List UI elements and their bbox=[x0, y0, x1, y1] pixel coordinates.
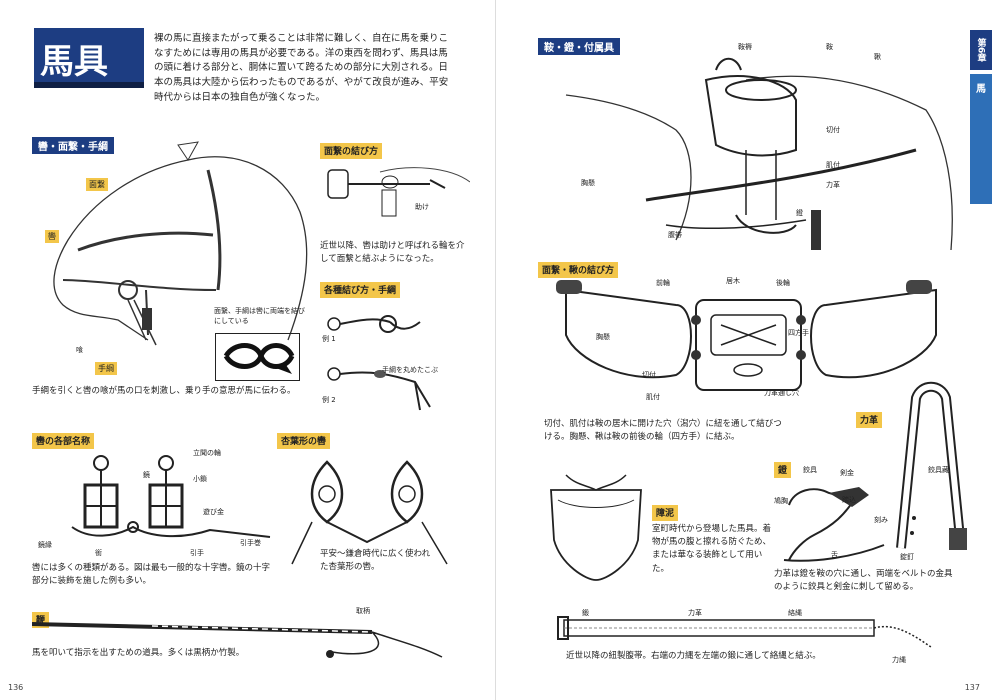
chikaragawa-label-kizami: 刻み bbox=[874, 516, 888, 524]
knot-label-chikaragawa-hole: 力革通し穴 bbox=[764, 389, 799, 397]
label-toriei: 取柄 bbox=[356, 607, 370, 615]
haraobi-label-kan: 鍛 bbox=[582, 609, 589, 617]
chapter-label: 第6章 bbox=[970, 30, 992, 70]
saddled-horse-illustration bbox=[565, 57, 953, 251]
abumi-caption: 力革は鐙を鞍の穴に通し、両端をベルトの金具のように鉸具と剣金に刺して留める。 bbox=[774, 569, 953, 593]
abumi-label-shita: 舌 bbox=[831, 551, 838, 559]
haraobi-label-karaminawa: 絡縄 bbox=[788, 609, 802, 617]
saddle-top-illustration bbox=[556, 280, 937, 391]
gyoyo-caption: 平安～鎌倉時代に広く使われた杏葉形の轡。 bbox=[320, 549, 431, 573]
omogai-knot-illustration bbox=[327, 167, 470, 217]
saddle-label-kura: 鞍 bbox=[826, 43, 833, 51]
section-heading-omogai-knot: 面繋の結び方 bbox=[320, 143, 383, 159]
page-number-right: 137 bbox=[964, 683, 980, 692]
title-block: 馬具 bbox=[34, 28, 144, 88]
section-heading-chikaragawa: 力革 bbox=[856, 412, 883, 428]
bit-parts-caption: 轡には多くの種類がある。図は最も一般的な十字轡。鏡の十字部分に装飾を施した例も多… bbox=[32, 563, 271, 587]
whip-caption: 馬を叩いて指示を出すための道具。多くは黒柄か竹製。 bbox=[32, 648, 245, 658]
page-title: 馬具 bbox=[40, 42, 108, 82]
knot-label-shizuwa: 後輪 bbox=[776, 279, 790, 287]
knot-example-illustration bbox=[327, 315, 431, 411]
haraobi-label-chikaranawa: 力縄 bbox=[892, 656, 906, 664]
right-page: 第6章 馬 鞍・鐙・付属具 鞍褥 鞍 鞦 切付 肌付 力革 胸懸 鐙 腹帯 面繋… bbox=[496, 0, 992, 700]
chapter-tab: 第6章 馬 bbox=[970, 0, 992, 210]
bit-part-kogusari: 小鎖 bbox=[193, 475, 207, 483]
chapter-subject: 馬 bbox=[970, 74, 992, 204]
left-page: 馬具 裸の馬に直接またがって乗ることは非常に難しく、自在に馬を乗りこなすためには… bbox=[8, 0, 496, 700]
bit-part-kagami: 鏡 bbox=[143, 471, 150, 479]
haraobi-illustration bbox=[557, 616, 932, 648]
page-number-left: 136 bbox=[8, 683, 24, 692]
knot-icon bbox=[223, 343, 295, 374]
knot-label-maewa: 前輪 bbox=[656, 279, 670, 287]
haraobi-caption: 近世以降の紐製腹帯。右端の力縄を左端の鍛に通して絡縄と結ぶ。 bbox=[566, 651, 821, 661]
saddle-label-abumi: 鐙 bbox=[796, 209, 803, 217]
knot-example-2: 例 2 bbox=[322, 396, 336, 404]
bit-illustration bbox=[71, 455, 271, 538]
section-heading-gyoyo: 杏葉形の轡 bbox=[277, 433, 331, 449]
bit-part-hami: 銜 bbox=[95, 549, 102, 557]
section-heading-abumi: 鐙 bbox=[774, 462, 792, 478]
label-tasuke: 助け bbox=[415, 203, 429, 211]
abumi-label-fumikomi: 踏込 bbox=[842, 496, 856, 504]
saddle-label-munagai: 胸懸 bbox=[581, 179, 595, 187]
aori-illustration bbox=[550, 474, 642, 581]
section-heading-knots: 各種結び方・手綱 bbox=[320, 282, 401, 298]
knot-label-igi: 居木 bbox=[726, 277, 740, 285]
knot-label-hadatsuke: 肌付 bbox=[646, 393, 660, 401]
bit-part-asobigane: 遊び金 bbox=[203, 508, 224, 516]
haraobi-label-chikaragawa: 力革 bbox=[688, 609, 702, 617]
saddle-label-chikaragawa: 力革 bbox=[826, 181, 840, 189]
section-heading-saddle-knots: 面繋・鞦の結び方 bbox=[538, 262, 619, 278]
saddle-label-kiritsuke: 切付 bbox=[826, 126, 840, 134]
abumi-label-hatomune: 鳩胸 bbox=[774, 497, 788, 505]
knot-diagram-box bbox=[215, 333, 300, 381]
abumi-label-tsurugigane: 剣金 bbox=[840, 469, 854, 477]
label-kutsuwa: 轡 bbox=[45, 230, 59, 243]
bit-part-hikitemaki: 引手巻 bbox=[240, 539, 261, 547]
gyoyo-bit-illustration bbox=[291, 460, 448, 565]
whip-illustration bbox=[32, 622, 443, 658]
chikaragawa-label-kakogura: 鉸具藏 bbox=[928, 466, 949, 474]
chikaragawa-label-jokugi: 錠釘 bbox=[900, 553, 914, 561]
section-heading-bit-parts: 轡の各部名称 bbox=[32, 433, 95, 449]
label-tazuna: 手綱 bbox=[95, 362, 117, 375]
saddle-label-haraobi: 腹帯 bbox=[668, 231, 682, 239]
abumi-label-kako: 鉸具 bbox=[803, 466, 817, 474]
saddle-knots-caption: 切付、肌付は鞍の居木に開けた穴（潟穴）に紐を通して結びつける。胸懸、鞦は鞍の前後… bbox=[544, 419, 782, 443]
horse-head-illustration bbox=[53, 141, 308, 346]
bit-part-kagamibuchi: 鏡縁 bbox=[38, 541, 52, 549]
bridle-caption: 手綱を引くと轡の喰が馬の口を刺激し、乗り手の意思が馬に伝わる。 bbox=[32, 386, 296, 396]
saddle-label-shirigai: 鞦 bbox=[874, 53, 881, 61]
knot-label-munagai: 胸懸 bbox=[596, 333, 610, 341]
knot-label-shiozde: 四方手 bbox=[788, 329, 809, 337]
knot-label-kiritsuke: 切付 bbox=[642, 371, 656, 379]
knot-example-1: 例 1 bbox=[322, 335, 336, 343]
section-heading-saddle: 鞍・鐙・付属具 bbox=[538, 38, 620, 55]
bridle-knot-note: 面繋、手綱は轡に両端を結びにしている bbox=[214, 307, 305, 325]
abumi-illustration bbox=[783, 487, 885, 562]
omogai-knot-caption: 近世以降、轡は助けと呼ばれる輪を介して面繋と結ぶようになった。 bbox=[320, 241, 465, 265]
section-heading-bridle: 轡・面繋・手綱 bbox=[32, 137, 114, 154]
saddle-label-kurashiki: 鞍褥 bbox=[738, 43, 752, 51]
bit-part-hikite: 引手 bbox=[190, 549, 204, 557]
label-hami: 喰 bbox=[76, 346, 83, 354]
aori-caption: 室町時代から登場した馬具。着物が馬の腹と擦れる防ぐため、または華なる装飾として用… bbox=[652, 524, 772, 574]
intro-text: 裸の馬に直接またがって乗ることは非常に難しく、自在に馬を乗りこなすためには専用の… bbox=[154, 33, 449, 103]
label-tazuna-kobu: 手綱を丸めたこぶ bbox=[382, 366, 438, 374]
saddle-label-hadatsuke: 肌付 bbox=[826, 161, 840, 169]
bit-part-tachigiki: 立聞の輪 bbox=[193, 449, 221, 457]
section-heading-aori: 障泥 bbox=[652, 505, 679, 521]
label-omogai: 面繋 bbox=[86, 178, 108, 191]
chikaragawa-illustration bbox=[896, 381, 967, 550]
